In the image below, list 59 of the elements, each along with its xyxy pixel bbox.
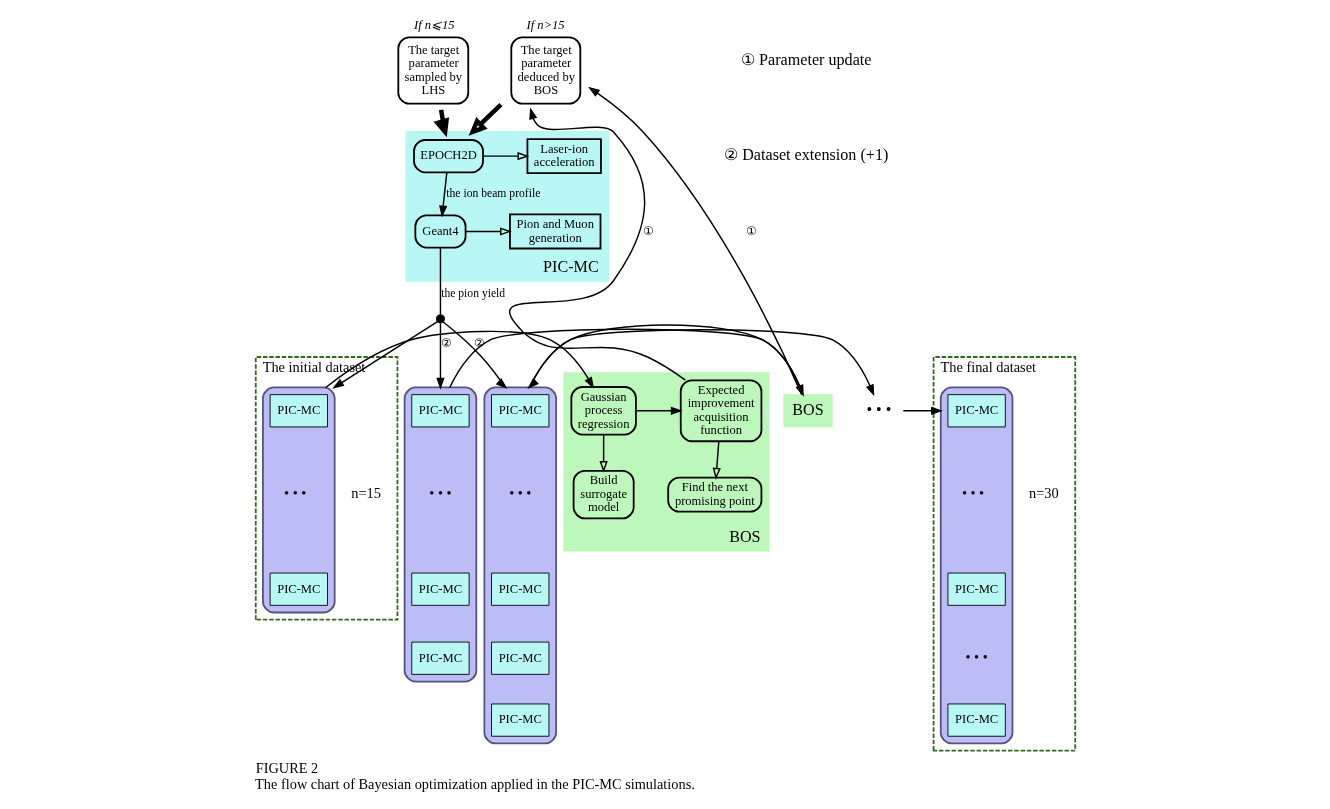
arrow (481, 152, 529, 161)
node-box: EPOCH2D (412, 139, 484, 174)
label: ② Dataset extension (+1) (723, 146, 888, 164)
connector (439, 246, 441, 316)
node-box: The target parameter deduced by BOS (509, 36, 581, 105)
edge-label: the pion yield (440, 287, 505, 301)
node-box: Expected improvement acquisition function (679, 379, 762, 443)
node-box: Gaussian process regression (569, 386, 637, 436)
arrow (468, 102, 502, 136)
node-box: The target parameter sampled by LHS (396, 36, 469, 105)
edge-label: ① (745, 224, 757, 238)
label: • • • (428, 485, 452, 502)
diagram-title: FIGURE 2 (255, 759, 318, 776)
node-box: Build surrogate model (572, 469, 635, 520)
label: • • • (283, 485, 306, 502)
arrow (442, 321, 507, 389)
cluster (483, 386, 557, 745)
cluster (403, 386, 477, 683)
node-box: PIC-MC (946, 394, 1006, 428)
node-text: • • • (865, 400, 891, 418)
cluster (261, 386, 336, 614)
node-box: PIC-MC (490, 641, 549, 675)
arrow (634, 406, 683, 415)
node-box: PIC-MC (269, 394, 328, 428)
edge-label: ① (642, 224, 654, 238)
node-box: PIC-MC (410, 394, 470, 428)
node-label: If n⩽15 (413, 17, 455, 32)
arrow (435, 322, 445, 390)
label: • • • (508, 485, 531, 502)
arrow (433, 109, 449, 138)
node-box: Geant4 (413, 214, 466, 249)
arrow (438, 171, 448, 218)
label: • • • (961, 485, 984, 502)
node-box: PIC-MC (410, 641, 470, 675)
node-box: PIC-MC (946, 572, 1006, 606)
node-box: PIC-MC (410, 572, 470, 606)
arrow (902, 406, 943, 415)
arrow (599, 434, 608, 473)
arrow (464, 227, 512, 236)
node-label: If n>15 (526, 17, 565, 32)
node-box: PIC-MC (490, 703, 549, 737)
caption: The flow chart of Bayesian optimization applied in the PIC-MC simulations. (254, 775, 695, 792)
edge-label: the ion beam profile (445, 186, 540, 200)
node-box: Laser-ion acceleration (526, 138, 602, 175)
node-box: Pion and Muon generation (508, 213, 601, 250)
node-box: PIC-MC (490, 572, 549, 606)
label: • • • (965, 648, 988, 665)
node-box: Find the next promising point (666, 476, 762, 513)
edge-label: ② (440, 336, 452, 350)
node-box: PIC-MC (946, 703, 1006, 737)
label: ① Parameter update (740, 50, 871, 68)
arrow (331, 320, 438, 389)
arrow (712, 440, 721, 480)
node-box: BOS (782, 394, 833, 428)
edge-label: ② (473, 336, 485, 350)
node-box: PIC-MC (269, 572, 328, 606)
node-box: PIC-MC (490, 394, 549, 428)
cluster (939, 386, 1013, 745)
node-circle (435, 314, 445, 324)
